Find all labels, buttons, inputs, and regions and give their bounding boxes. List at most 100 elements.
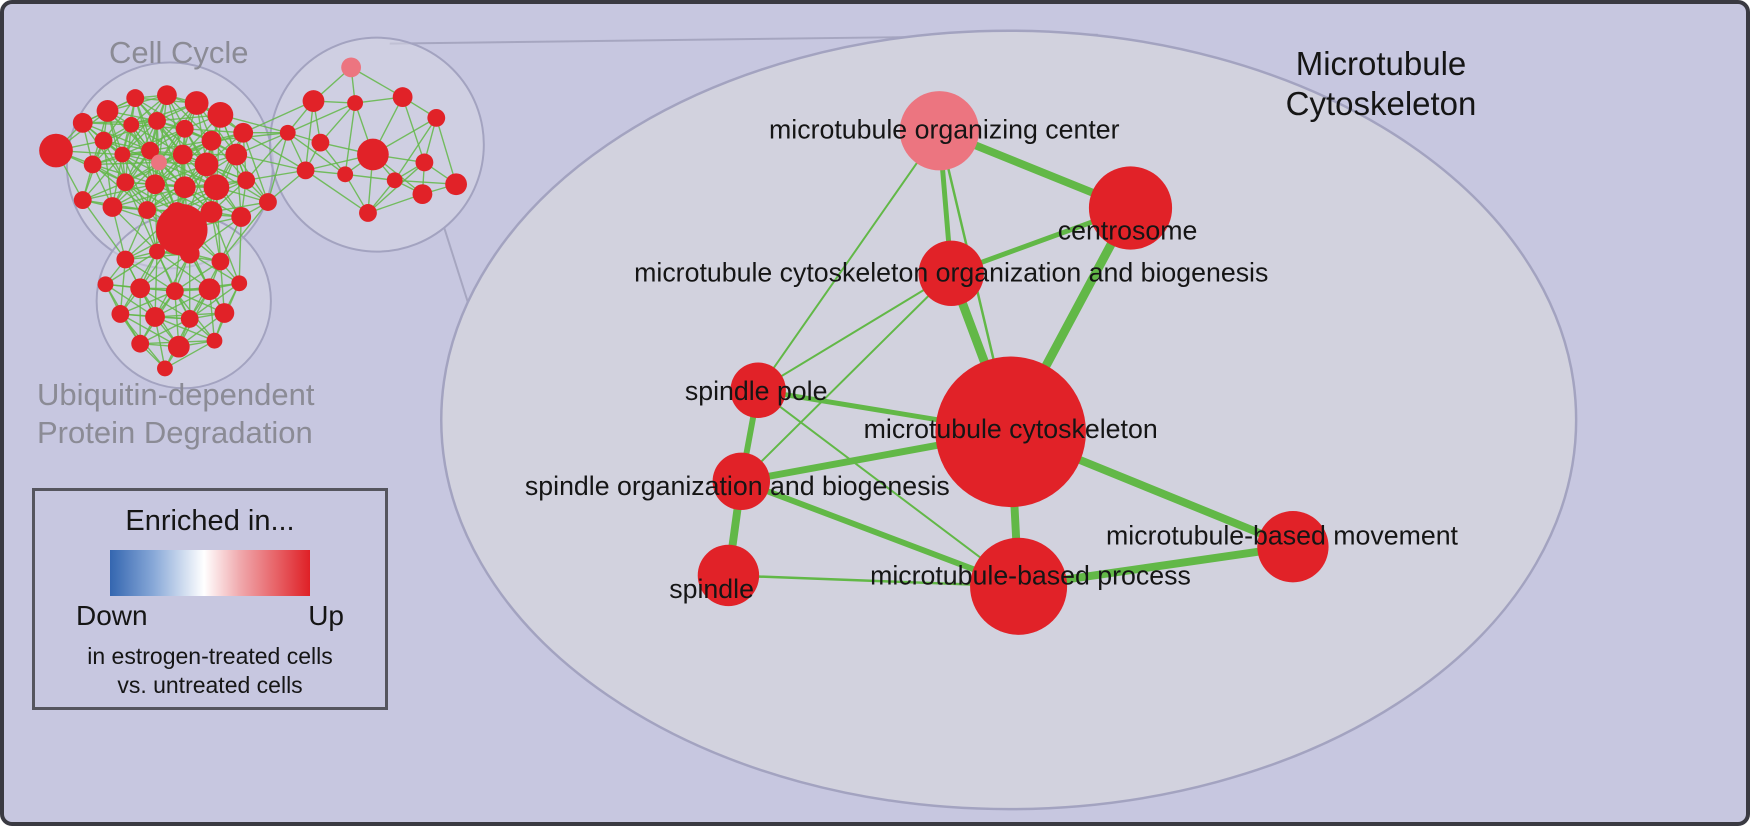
- mini-node[interactable]: [149, 243, 165, 260]
- mini-edge: [287, 132, 346, 175]
- node-label-sp: spindle pole: [685, 376, 828, 406]
- mini-node[interactable]: [207, 102, 234, 128]
- mini-node[interactable]: [96, 100, 119, 122]
- node-mcob[interactable]: [918, 240, 984, 307]
- mini-node[interactable]: [233, 122, 254, 143]
- mini-edge: [189, 282, 240, 320]
- mini-node[interactable]: [206, 332, 223, 349]
- node-sob[interactable]: [712, 452, 771, 511]
- mini-node[interactable]: [116, 173, 135, 192]
- mini-node[interactable]: [211, 252, 230, 271]
- mini-node[interactable]: [145, 174, 165, 195]
- mini-node[interactable]: [359, 204, 377, 222]
- mini-node[interactable]: [97, 276, 114, 293]
- node-spi[interactable]: [697, 544, 760, 607]
- mini-node[interactable]: [167, 335, 190, 358]
- mini-edge: [401, 96, 426, 163]
- mini-node[interactable]: [415, 153, 434, 172]
- mini-node[interactable]: [201, 130, 222, 151]
- mini-node[interactable]: [194, 152, 219, 177]
- mini-node[interactable]: [157, 360, 173, 377]
- mini-node[interactable]: [180, 310, 199, 328]
- cluster-label-ubiquitin: Ubiquitin-dependent Protein Degradation: [37, 376, 315, 452]
- mini-node[interactable]: [200, 201, 223, 223]
- node-cen[interactable]: [1088, 166, 1173, 250]
- mini-node[interactable]: [337, 166, 354, 183]
- mini-edge: [146, 154, 184, 211]
- mini-node[interactable]: [173, 176, 196, 199]
- node-moc[interactable]: [899, 91, 979, 171]
- mini-node[interactable]: [156, 204, 208, 256]
- mini-edge: [287, 102, 356, 134]
- mini-node[interactable]: [347, 95, 364, 111]
- mini-node[interactable]: [237, 171, 256, 190]
- mini-node[interactable]: [357, 138, 389, 171]
- node-label-mbp: microtubule-based process: [870, 560, 1191, 590]
- node-label-mc: microtubule cytoskeleton: [864, 414, 1158, 444]
- cluster-label-cell-cycle: Cell Cycle: [109, 35, 249, 70]
- mini-edge: [210, 211, 240, 284]
- mini-node[interactable]: [427, 108, 446, 127]
- mini-node[interactable]: [386, 172, 403, 189]
- mini-node[interactable]: [231, 275, 248, 292]
- mini-node[interactable]: [259, 193, 277, 211]
- mini-node[interactable]: [114, 146, 131, 163]
- cluster-label-microtubule-cytoskeleton: Microtubule Cytoskeleton: [1266, 44, 1496, 124]
- mini-edge: [304, 100, 315, 171]
- mini-node[interactable]: [94, 131, 113, 150]
- mini-edge: [435, 117, 457, 185]
- mini-edge: [82, 199, 126, 260]
- mini-node[interactable]: [302, 90, 325, 112]
- mini-node[interactable]: [231, 207, 252, 227]
- legend-color-gradient: [110, 550, 310, 596]
- mini-node[interactable]: [116, 250, 135, 269]
- mini-node[interactable]: [157, 85, 177, 106]
- mini-node[interactable]: [111, 305, 130, 323]
- mini-node[interactable]: [179, 243, 200, 264]
- mini-edge: [154, 251, 158, 317]
- mini-node[interactable]: [445, 173, 467, 196]
- mini-node[interactable]: [130, 278, 151, 299]
- mini-node[interactable]: [39, 133, 73, 168]
- mini-node[interactable]: [72, 112, 93, 133]
- mini-node[interactable]: [123, 116, 140, 133]
- mini-node[interactable]: [172, 144, 193, 165]
- mini-node[interactable]: [412, 184, 433, 205]
- mini-node[interactable]: [311, 133, 330, 152]
- mini-node[interactable]: [151, 154, 167, 171]
- edge-moc-sp: [757, 129, 941, 392]
- node-mbm[interactable]: [1257, 511, 1329, 583]
- mini-node[interactable]: [145, 307, 165, 327]
- mini-node[interactable]: [165, 282, 184, 301]
- mini-edge: [134, 97, 151, 151]
- mini-edge: [139, 318, 191, 345]
- mini-node[interactable]: [203, 174, 230, 201]
- node-sp[interactable]: [730, 362, 786, 418]
- mini-node[interactable]: [341, 57, 362, 78]
- mini-node[interactable]: [141, 141, 160, 160]
- mini-node[interactable]: [184, 91, 209, 115]
- legend-down-label: Down: [76, 600, 148, 631]
- node-mc[interactable]: [935, 356, 1086, 508]
- mini-node[interactable]: [126, 89, 145, 107]
- mini-node[interactable]: [279, 124, 296, 141]
- mini-edge: [82, 154, 123, 201]
- mini-node[interactable]: [148, 111, 166, 130]
- mini-edge: [120, 290, 176, 315]
- mini-node[interactable]: [73, 191, 92, 209]
- mini-node[interactable]: [175, 119, 194, 138]
- mini-node[interactable]: [225, 143, 248, 166]
- mini-node[interactable]: [131, 334, 150, 353]
- mini-node[interactable]: [138, 201, 157, 219]
- mini-edge: [219, 201, 269, 262]
- mini-edge: [164, 340, 215, 370]
- mini-node[interactable]: [102, 197, 123, 217]
- mini-node[interactable]: [392, 87, 413, 107]
- mini-node[interactable]: [83, 155, 102, 174]
- node-mbp[interactable]: [970, 537, 1068, 635]
- mini-edge: [242, 100, 314, 134]
- mini-node[interactable]: [214, 303, 235, 323]
- mini-node[interactable]: [198, 278, 221, 301]
- mini-node[interactable]: [296, 161, 315, 180]
